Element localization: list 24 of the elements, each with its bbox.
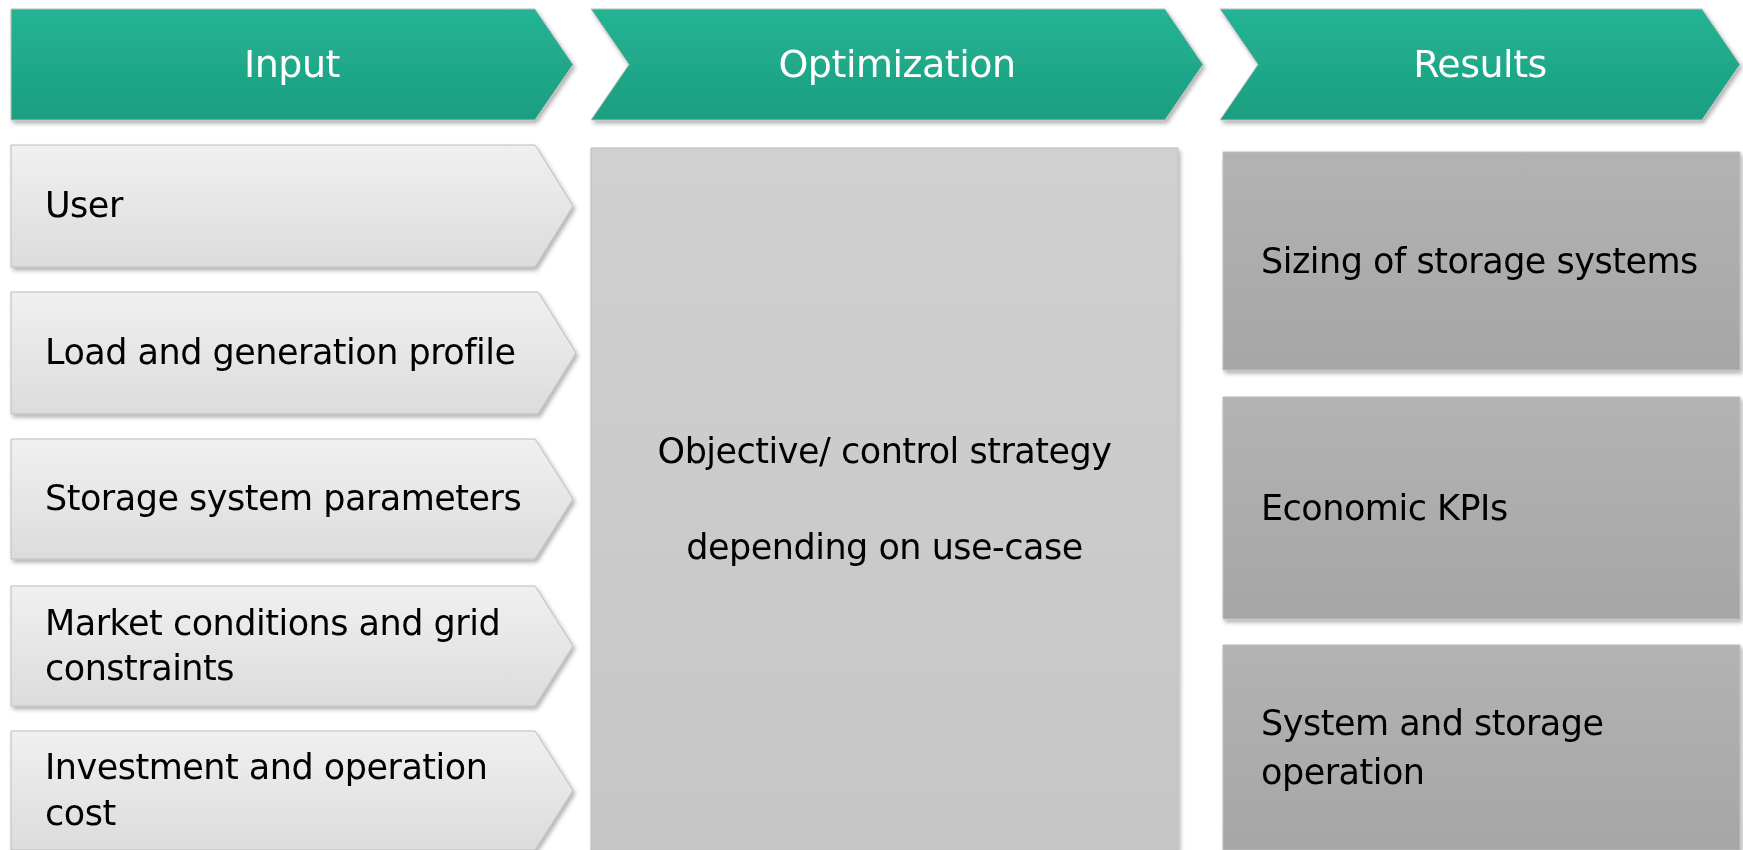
result-box bbox=[1223, 152, 1740, 370]
input-panel bbox=[11, 439, 573, 559]
header-banner bbox=[11, 9, 573, 120]
input-label: Storage system parameters bbox=[45, 477, 522, 521]
result-label: System and storage operation bbox=[1261, 701, 1605, 794]
header-label: Optimization bbox=[778, 41, 1016, 88]
input-label: Load and generation profile bbox=[45, 331, 516, 375]
header-label: Results bbox=[1413, 41, 1547, 88]
header-label: Input bbox=[244, 41, 340, 88]
header-banner bbox=[1220, 9, 1740, 120]
input-label: Investment and operation cost bbox=[45, 746, 489, 835]
header-banner bbox=[591, 9, 1203, 120]
input-label: Market conditions and grid constraints bbox=[45, 601, 502, 690]
result-label: Economic KPIs bbox=[1261, 486, 1508, 530]
input-label: User bbox=[45, 184, 123, 228]
process-box bbox=[591, 148, 1178, 850]
input-panel bbox=[11, 586, 573, 706]
result-box bbox=[1223, 397, 1740, 619]
input-panel bbox=[11, 145, 573, 267]
process-label: Objective/ control strategy depending on use-case bbox=[656, 429, 1113, 569]
result-box bbox=[1223, 645, 1740, 850]
result-label: Sizing of storage systems bbox=[1261, 239, 1698, 283]
input-panel bbox=[11, 731, 573, 850]
input-panel bbox=[11, 292, 576, 414]
